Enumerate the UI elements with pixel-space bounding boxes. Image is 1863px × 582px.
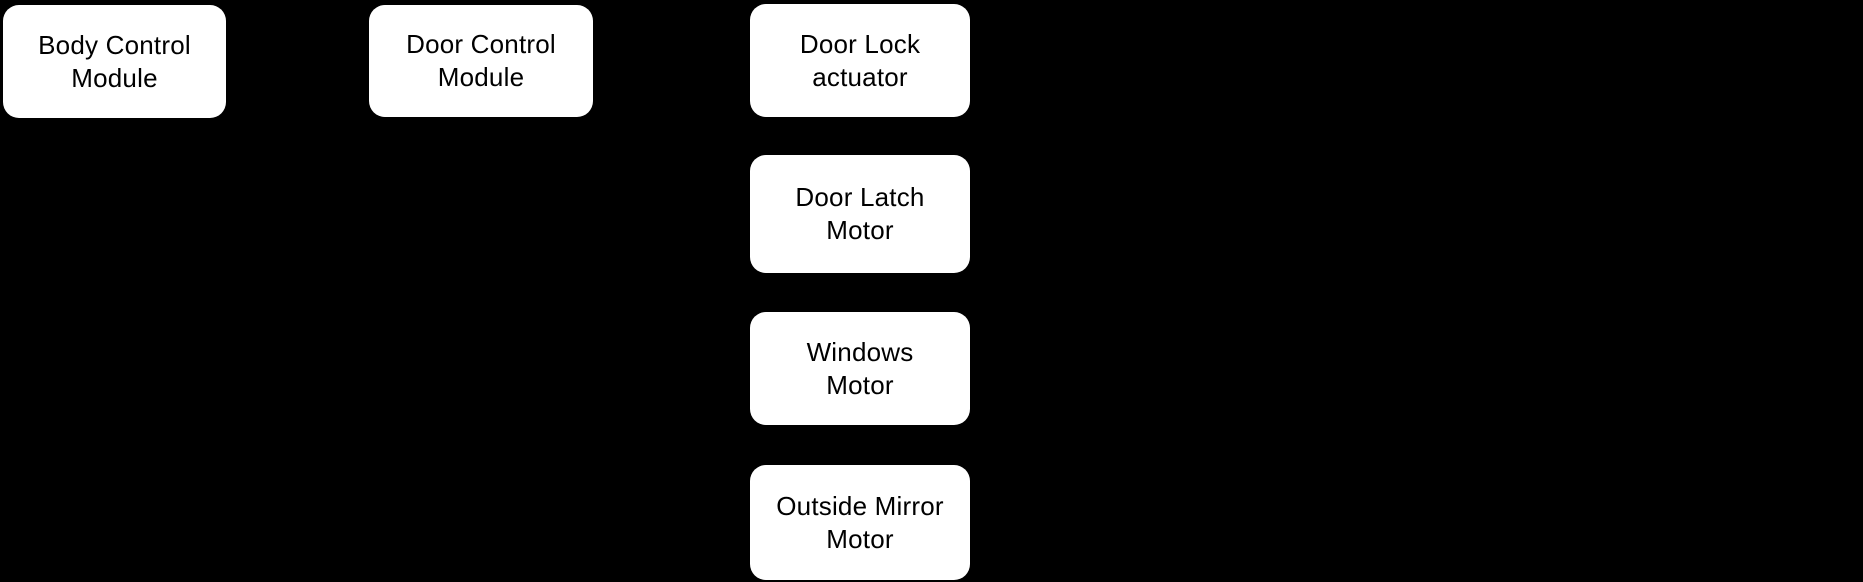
node-outside-mirror-motor: Outside Mirror Motor xyxy=(750,465,970,580)
node-door-lock-actuator-label: Door Lock actuator xyxy=(799,28,921,92)
node-door-lock-actuator: Door Lock actuator xyxy=(750,4,970,117)
node-door-control-module-label: Door Control Module xyxy=(406,29,556,92)
node-door-latch-motor-label: Door Latch Motor xyxy=(795,182,925,245)
node-door-control-module: Door Control Module xyxy=(369,5,593,117)
node-windows-motor: Windows Motor xyxy=(750,312,970,425)
node-door-latch-motor: Door Latch Motor xyxy=(750,155,970,273)
node-windows-motor-label: Windows Motor xyxy=(806,336,914,400)
node-outside-mirror-motor-label: Outside Mirror Motor xyxy=(776,490,944,554)
node-body-control-module: Body Control Module xyxy=(3,5,226,118)
node-body-control-module-label: Body Control Module xyxy=(38,29,191,93)
